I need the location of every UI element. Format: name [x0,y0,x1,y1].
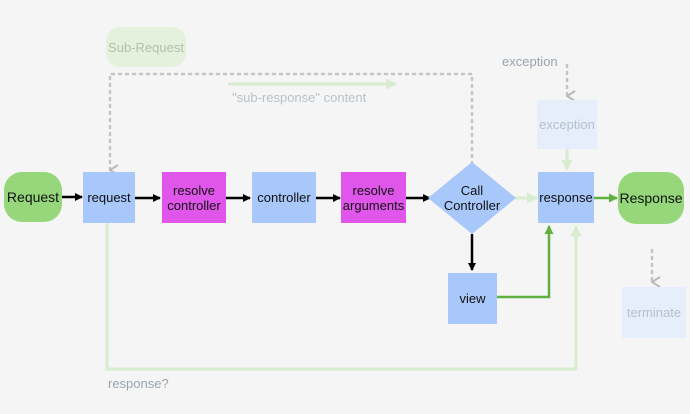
exception-node: exception [537,100,597,149]
resolve-controller-node: resolve controller [162,172,226,223]
response-end-node: Response [618,172,684,224]
call-controller-label: Call Controller [443,183,501,213]
request-start-node: Request [4,172,62,222]
view-node: view [448,273,497,324]
resolve-arguments-node: resolve arguments [341,172,406,223]
sub-request-loop-line [108,72,474,170]
terminate-node: terminate [622,287,686,338]
arrow-request-to-response-shortcut [105,222,582,371]
controller-node: controller [252,172,316,223]
response-node: response [538,172,594,223]
exception-top-label: exception [502,54,558,69]
call-controller-diamond [428,162,516,234]
request-node: request [83,172,135,223]
sub-request-node: Sub-Request [106,27,186,67]
arrow-view-to-response [497,225,554,299]
response-question-label: response? [108,376,169,391]
sub-response-content-label: "sub-response" content [232,90,367,105]
